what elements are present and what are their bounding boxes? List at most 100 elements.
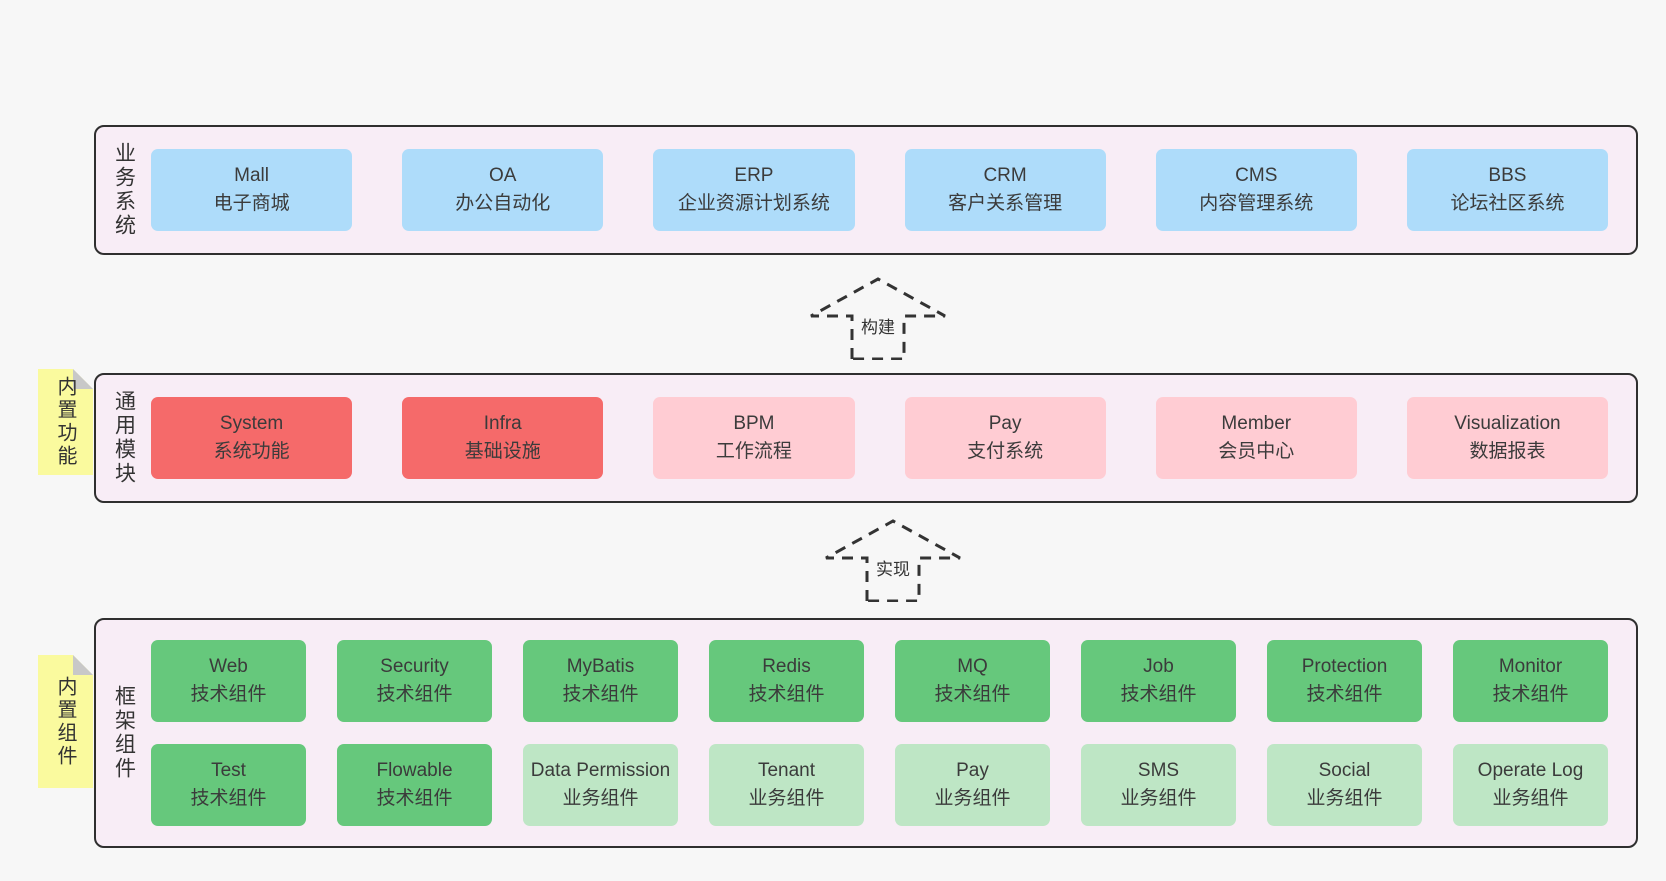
implement-arrow-label: 实现	[872, 555, 914, 580]
node-erp: ERP 企业资源计划系统	[653, 149, 855, 231]
build-arrow-label: 构建	[857, 313, 899, 338]
node-visualization: Visualization 数据报表	[1406, 397, 1609, 479]
section-framework-components: 框架组件 Web 技术组件 Security 技术组件 MyBatis 技术组件…	[94, 618, 1638, 848]
up-arrow-icon	[810, 277, 946, 360]
node-bpm: BPM 工作流程	[653, 397, 855, 479]
node-monitor: Monitor 技术组件	[1453, 640, 1608, 722]
node-title: Data Permission	[530, 760, 671, 782]
node-subtitle: 技术组件	[190, 684, 267, 705]
node-subtitle: 技术组件	[1120, 684, 1197, 705]
section-label-business: 业务系统	[112, 142, 136, 238]
node-title: Security	[380, 656, 449, 678]
node-subtitle: 技术组件	[934, 684, 1011, 705]
node-subtitle: 电子商城	[213, 193, 290, 214]
node-oa: OA 办公自动化	[402, 149, 604, 231]
node-job: Job 技术组件	[1081, 640, 1236, 722]
node-test: Test 技术组件	[151, 744, 306, 826]
node-system: System 系统功能	[151, 397, 353, 479]
node-title: Pay	[988, 413, 1022, 435]
node-subtitle: 基础设施	[464, 441, 541, 462]
framework-row-2: Test 技术组件 Flowable 技术组件 Data Permission …	[151, 744, 1608, 826]
node-title: BBS	[1488, 165, 1527, 187]
node-mybatis: MyBatis 技术组件	[523, 640, 678, 722]
node-title: Pay	[956, 760, 989, 782]
node-redis: Redis 技术组件	[709, 640, 864, 722]
node-subtitle: 业务组件	[1120, 788, 1197, 809]
node-social: Social 业务组件	[1267, 744, 1422, 826]
node-title: CRM	[983, 165, 1027, 187]
node-infra: Infra 基础设施	[402, 397, 604, 479]
node-security: Security 技术组件	[337, 640, 492, 722]
sticky-label: 内置功能	[54, 376, 76, 468]
node-subtitle: 系统功能	[213, 441, 290, 462]
node-member: Member 会员中心	[1155, 397, 1357, 479]
business-row: Mall 电子商城 OA 办公自动化 ERP 企业资源计划系统 CRM 客户关系…	[151, 149, 1609, 231]
node-subtitle: 业务组件	[562, 788, 639, 809]
node-bbs: BBS 论坛社区系统	[1406, 149, 1609, 231]
node-protection: Protection 技术组件	[1267, 640, 1422, 722]
node-subtitle: 内容管理系统	[1199, 193, 1314, 214]
sticky-paper	[38, 655, 93, 788]
node-subtitle: 支付系统	[967, 441, 1044, 462]
node-pay-biz: Pay 业务组件	[895, 744, 1050, 826]
sticky-note-built-in-components: 内置组件	[38, 655, 93, 788]
node-subtitle: 会员中心	[1218, 441, 1295, 462]
business-row-area: Mall 电子商城 OA 办公自动化 ERP 企业资源计划系统 CRM 客户关系…	[151, 127, 1636, 253]
node-subtitle: 办公自动化	[455, 193, 551, 214]
node-subtitle: 技术组件	[190, 788, 267, 809]
node-title: Monitor	[1498, 656, 1563, 678]
node-flowable: Flowable 技术组件	[337, 744, 492, 826]
node-title: MyBatis	[566, 656, 635, 678]
node-operate-log: Operate Log 业务组件	[1453, 744, 1608, 826]
sticky-note-built-in-features: 内置功能	[38, 369, 93, 475]
sticky-label: 内置组件	[54, 675, 76, 768]
node-title: Redis	[762, 656, 811, 678]
node-subtitle: 技术组件	[1492, 684, 1569, 705]
node-crm: CRM 客户关系管理	[904, 149, 1106, 231]
implement-arrow: 实现	[823, 518, 963, 602]
node-title: Flowable	[376, 760, 453, 782]
node-subtitle: 技术组件	[1306, 684, 1383, 705]
node-subtitle: 客户关系管理	[948, 193, 1063, 214]
node-tenant: Tenant 业务组件	[709, 744, 864, 826]
section-label-framework: 框架组件	[112, 685, 136, 781]
section-label-modules: 通用模块	[112, 390, 136, 486]
node-title: Web	[209, 656, 248, 678]
node-subtitle: 技术组件	[748, 684, 825, 705]
node-title: Protection	[1301, 656, 1388, 678]
node-subtitle: 工作流程	[715, 441, 792, 462]
framework-row-area: Web 技术组件 Security 技术组件 MyBatis 技术组件 Redi…	[151, 620, 1636, 846]
node-title: Operate Log	[1477, 760, 1584, 782]
node-pay: Pay 支付系统	[904, 397, 1106, 479]
node-title: MQ	[957, 656, 988, 678]
build-arrow: 构建	[808, 276, 948, 360]
node-web: Web 技术组件	[151, 640, 306, 722]
node-subtitle: 技术组件	[376, 684, 453, 705]
node-title: Social	[1318, 760, 1371, 782]
node-title: OA	[489, 165, 517, 187]
node-subtitle: 企业资源计划系统	[677, 193, 830, 214]
node-sms: SMS 业务组件	[1081, 744, 1236, 826]
node-title: Mall	[234, 165, 269, 187]
node-mq: MQ 技术组件	[895, 640, 1050, 722]
node-cms: CMS 内容管理系统	[1155, 149, 1357, 231]
node-title: Member	[1221, 413, 1292, 435]
node-subtitle: 业务组件	[934, 788, 1011, 809]
node-data-permission: Data Permission 业务组件	[523, 744, 678, 826]
node-title: ERP	[734, 165, 774, 187]
node-mall: Mall 电子商城	[151, 149, 353, 231]
node-subtitle: 业务组件	[748, 788, 825, 809]
node-title: BPM	[733, 413, 775, 435]
modules-row: System 系统功能 Infra 基础设施 BPM 工作流程 Pay 支付系统…	[151, 397, 1609, 479]
section-business-systems: 业务系统 Mall 电子商城 OA 办公自动化 ERP 企业资源计划系统 CRM…	[94, 125, 1638, 255]
node-subtitle: 论坛社区系统	[1450, 193, 1565, 214]
node-title: Tenant	[757, 760, 816, 782]
node-subtitle: 技术组件	[562, 684, 639, 705]
node-subtitle: 业务组件	[1492, 788, 1569, 809]
node-subtitle: 数据报表	[1469, 441, 1546, 462]
section-common-modules: 通用模块 System 系统功能 Infra 基础设施 BPM 工作流程 Pay…	[94, 373, 1638, 503]
node-title: Infra	[483, 413, 522, 435]
modules-row-area: System 系统功能 Infra 基础设施 BPM 工作流程 Pay 支付系统…	[151, 375, 1636, 501]
framework-row-1: Web 技术组件 Security 技术组件 MyBatis 技术组件 Redi…	[151, 640, 1608, 722]
